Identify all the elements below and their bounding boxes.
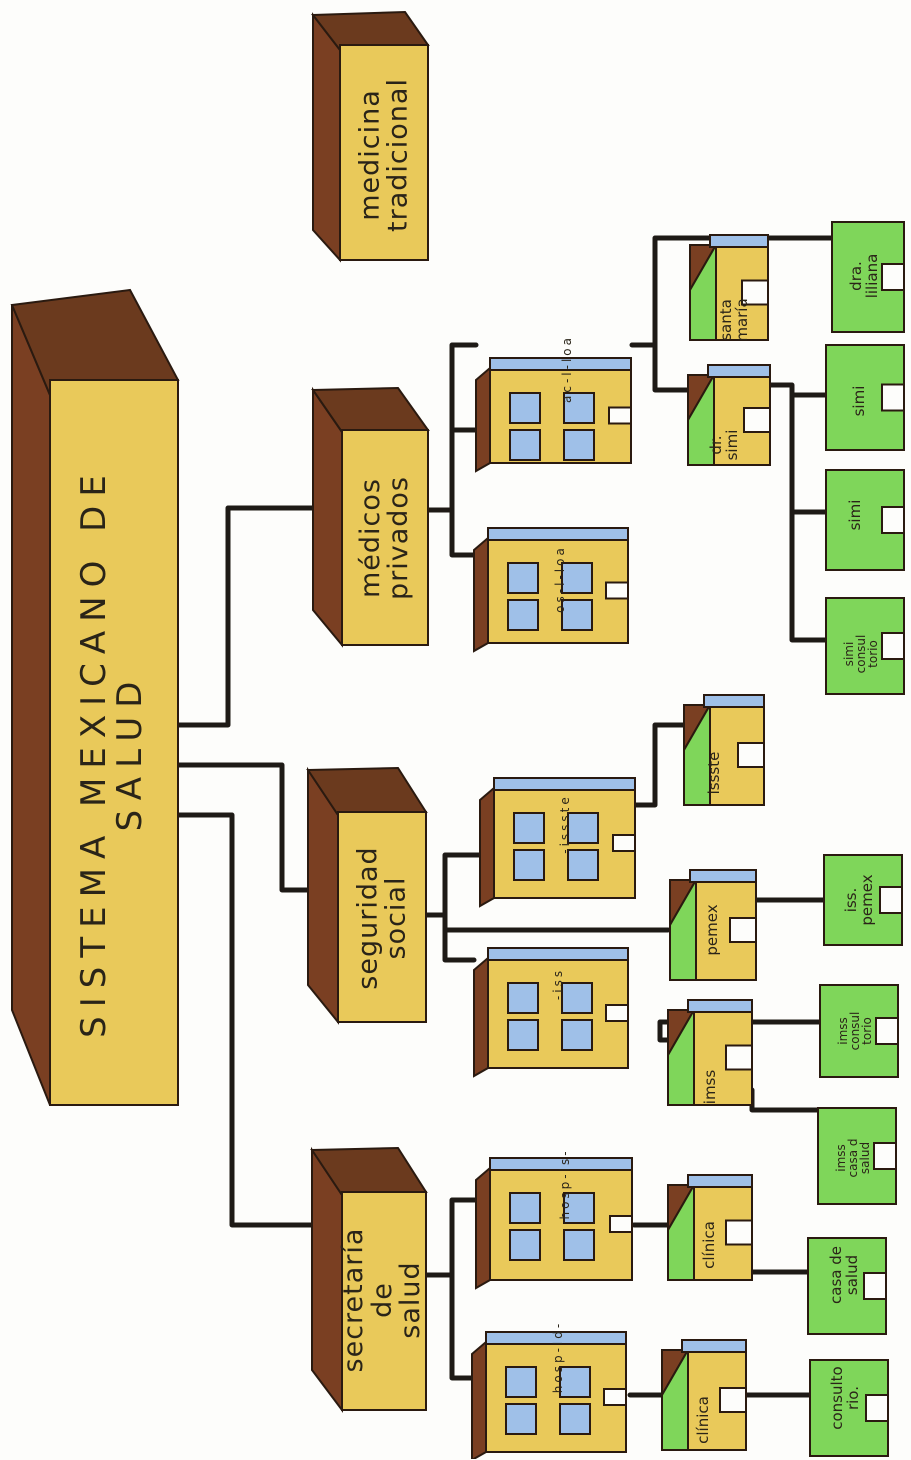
- window-1: [507, 599, 539, 631]
- building-secretaria-top: [475, 1157, 633, 1290]
- window-2: [567, 812, 599, 844]
- window-2: [561, 982, 593, 1014]
- label-pemex-clinic: pemex: [703, 904, 722, 956]
- connector-lines: [175, 235, 835, 1398]
- roof-label-secretaria-top: hosp-ls-: [557, 1148, 572, 1220]
- window-0: [513, 812, 545, 844]
- clinic-santa-maria: [689, 234, 769, 341]
- office-imss-consultorio: [819, 984, 899, 1078]
- window-1: [513, 849, 545, 881]
- connector-main-privados: [175, 505, 321, 728]
- label-issste-clinic: issste: [705, 751, 724, 795]
- office-simi-2: [825, 469, 905, 571]
- roof-label-social-top: -issste: [557, 794, 572, 854]
- window-3: [561, 1019, 593, 1051]
- clinic-issste: [683, 694, 765, 806]
- roof-label-privados-bottom: os-l-loa: [552, 545, 567, 613]
- connector-main-secretaria: [175, 812, 321, 1228]
- office-simi-1: [825, 344, 905, 451]
- window-2: [563, 392, 595, 424]
- building-social-bottom: [473, 947, 629, 1078]
- label-santa-maria: santa maría: [717, 298, 751, 342]
- clinic-bottom: [661, 1339, 747, 1451]
- block-tradicional: [311, 10, 430, 263]
- office-iss-pemex: [823, 854, 903, 946]
- building-privados-bottom: [473, 527, 629, 653]
- window-2: [559, 1366, 591, 1398]
- office-simi-consultorio: [825, 597, 905, 695]
- connector-secretaria-buildings: [423, 1197, 479, 1381]
- clinic-pemex: [669, 869, 757, 981]
- clinic-top: [667, 1174, 753, 1281]
- connector-drsimi-offices: [767, 382, 829, 643]
- label-simi-consultorio: simi consul torio: [842, 634, 880, 674]
- building-social-top: [479, 777, 636, 908]
- roof-label-privados-top: ac-l-loa: [559, 335, 574, 403]
- label-iss-pemex: iss. pemex: [842, 874, 876, 926]
- window-2: [561, 562, 593, 594]
- label-consultorio: consulto rio.: [828, 1366, 862, 1430]
- label-medicina-tradicional: medicina tradicional: [354, 78, 414, 232]
- window-0: [509, 1192, 541, 1224]
- roof-label-secretaria-bottom: hosp-ld-: [550, 1320, 565, 1394]
- window-3: [559, 1403, 591, 1435]
- window-0: [509, 392, 541, 424]
- label-clinica-top: clínica: [700, 1221, 719, 1269]
- label-dr-simi: dr. simi: [707, 429, 741, 461]
- label-medicos-privados: médicos privados: [354, 476, 414, 600]
- connector-social-buildings: [423, 852, 671, 963]
- block-privados: [311, 386, 430, 648]
- label-imss-clinic: imss: [701, 1069, 720, 1105]
- window-3: [561, 599, 593, 631]
- window-3: [563, 1229, 595, 1261]
- roof-label-social-bottom: -iss: [550, 967, 565, 1001]
- window-3: [567, 849, 599, 881]
- label-simi-2: simi: [846, 499, 865, 531]
- connector-main-social: [175, 762, 313, 893]
- window-1: [507, 1019, 539, 1051]
- window-0: [507, 562, 539, 594]
- label-casa-de-salud: casa de salud: [827, 1246, 861, 1304]
- label-clinica-bottom: clínica: [694, 1396, 713, 1444]
- window-0: [507, 982, 539, 1014]
- window-2: [563, 1192, 595, 1224]
- building-secretaria-bottom: [471, 1331, 627, 1459]
- main-block: [10, 288, 180, 1106]
- window-0: [505, 1366, 537, 1398]
- label-imss-consultorio: imss consul torio: [836, 1011, 874, 1051]
- window-1: [509, 429, 541, 461]
- connector-hospls-clinic: [631, 1222, 811, 1275]
- window-3: [563, 429, 595, 461]
- office-dra-liliana: [831, 221, 905, 333]
- office-casa-de-salud: [807, 1237, 887, 1335]
- connector-issste-clinic: [633, 722, 687, 808]
- building-privados-top: [475, 357, 632, 473]
- office-imss-casa-salud: [817, 1107, 897, 1205]
- office-consultorio: [809, 1359, 889, 1457]
- window-1: [509, 1229, 541, 1261]
- label-simi-1: simi: [850, 385, 869, 417]
- connector-privados-buildings: [425, 342, 479, 558]
- window-1: [505, 1403, 537, 1435]
- block-secretaria: [310, 1146, 428, 1413]
- clinic-imss: [667, 999, 753, 1106]
- block-social: [306, 766, 428, 1025]
- label-dra-liliana: dra. liliana: [847, 253, 881, 299]
- clinic-dr-simi: [687, 364, 771, 466]
- main-title: SISTEMA MEXICANO DE SALUD: [74, 466, 150, 1038]
- label-secretaria-de-salud: secretaría de salud: [338, 1227, 427, 1373]
- label-seguridad-social: seguridad social: [352, 846, 412, 990]
- label-imss-casa-salud: imss casa d salud: [834, 1138, 872, 1178]
